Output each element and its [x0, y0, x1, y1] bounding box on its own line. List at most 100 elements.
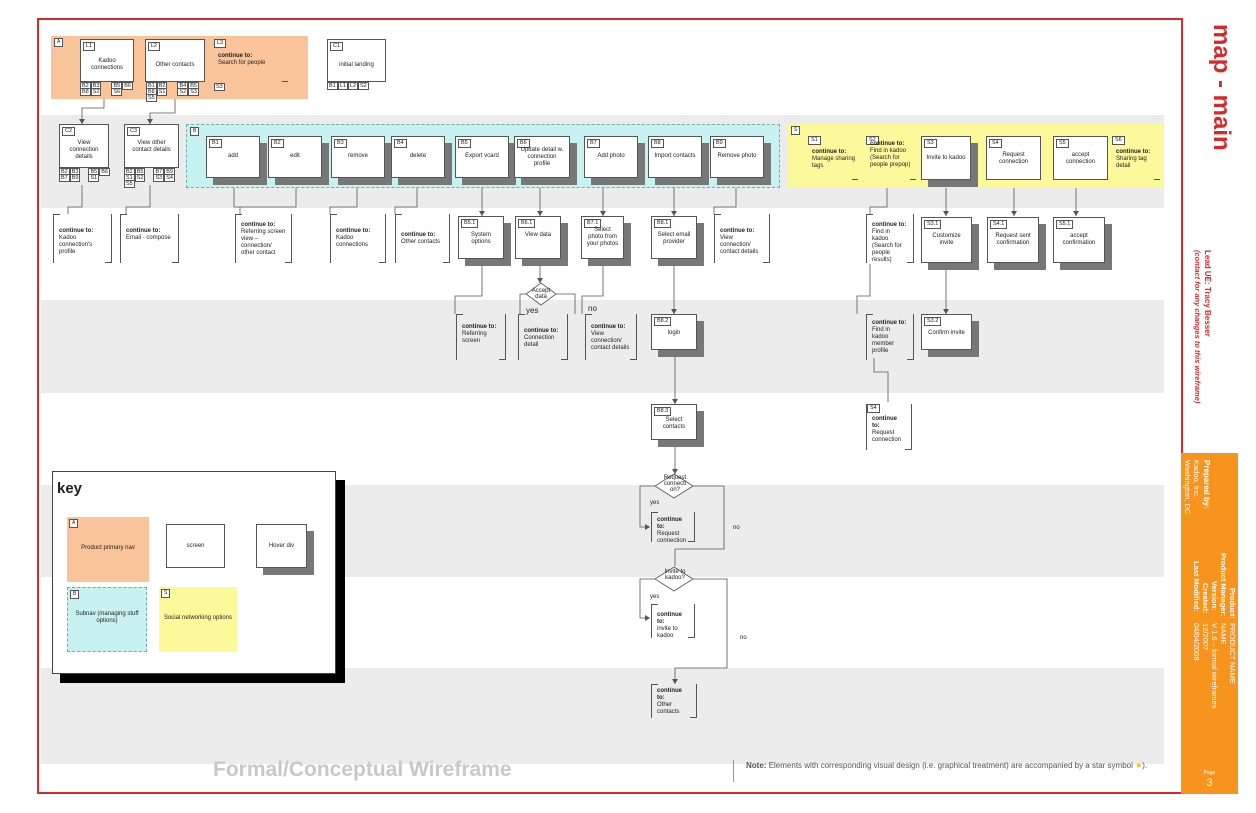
box-id: S3.1	[924, 220, 942, 229]
box-label: Confirm invite	[928, 330, 965, 336]
meta-label: Version:	[1210, 581, 1219, 611]
ref: B5	[188, 82, 199, 90]
social-s2: S2 continue to: Find in kadoo (Search fo…	[866, 136, 916, 180]
box-id: L1	[83, 42, 96, 51]
social-s6: S6 continue to: Sharing tag detail	[1112, 136, 1160, 180]
continue-label: continue to:	[462, 324, 497, 330]
box-label: View other contact details	[132, 140, 171, 153]
ref: B5	[88, 168, 100, 176]
ref: B3	[69, 168, 81, 176]
continue-box: continue to:Kadoo connections	[330, 214, 386, 263]
meta-value: V 1.6 – formal wireframes	[1210, 623, 1219, 709]
continue-target: Kadoo connection's profile	[59, 235, 93, 255]
continue-target: Referring screen	[462, 331, 487, 344]
meta-value: 04/04/2008	[1192, 623, 1201, 661]
box-label: remove	[347, 153, 368, 159]
box-id: B8	[651, 139, 664, 148]
continue-label: continue to:	[524, 328, 559, 334]
continue-label: continue to:	[872, 222, 907, 228]
continue-box: continue to:Referring screen view – conn…	[235, 214, 292, 263]
box-id: B4	[394, 139, 407, 148]
ref: B9	[69, 174, 81, 182]
box-id: B7.1	[584, 219, 602, 228]
box-label: Kadoo connections	[90, 58, 124, 71]
continue-target: Kadoo connections	[336, 235, 369, 248]
box-id: B1	[209, 139, 222, 148]
box-label: Add photo	[597, 153, 625, 159]
continue-box: continue to:Other contacts	[395, 214, 450, 263]
continue-box: continue to:Find in kadoo (Search for pe…	[866, 214, 914, 263]
continue-label: continue to:	[870, 141, 905, 147]
ref: B8	[80, 88, 91, 96]
box-label: add	[227, 153, 238, 159]
meta-label: Product:	[1228, 588, 1237, 619]
continue-label: continue to:	[872, 416, 897, 429]
ref: S5	[124, 180, 135, 188]
continue-box: continue to:View connection/ contact det…	[585, 314, 637, 360]
continue-label: continue to:	[241, 222, 276, 228]
box-id: B9	[713, 139, 726, 148]
key-subnav-swatch: B Subnav (managing stuff options)	[67, 587, 147, 652]
box-label: Select contacts	[662, 417, 686, 430]
box-label: View data	[524, 232, 552, 238]
continue-box: continue to:Referring screen	[456, 314, 506, 360]
prepared-by-line: Kadoo, Inc.	[1192, 460, 1201, 498]
ref: L1	[337, 82, 348, 90]
box-id: C3	[127, 127, 141, 136]
continue-label: continue to:	[126, 228, 161, 234]
box-id: S4	[867, 404, 880, 413]
footer-note: Note: Elements with corresponding visual…	[746, 761, 1156, 771]
continue-target: Referring screen view – connection/ othe…	[241, 229, 286, 256]
page-title: map - main	[1208, 24, 1235, 151]
social-s5: S5 accept connection	[1053, 136, 1108, 180]
box-label: Update detail w. connection profile	[520, 147, 564, 167]
box-id: S4.1	[990, 220, 1008, 229]
box-label: Select photo from your photos	[586, 227, 619, 247]
ref: S4	[164, 174, 175, 182]
key-nav-label: Product primary nav	[81, 545, 135, 551]
ref: B1	[327, 82, 338, 90]
key-title: key	[57, 480, 83, 497]
nav-continue-l3: L3 continue to: Search for people	[214, 39, 288, 82]
page-label: Page	[1203, 770, 1216, 776]
band-row-8	[41, 668, 1164, 764]
continue-label: continue to:	[218, 53, 253, 59]
continue-target: View connection/ contact details	[720, 235, 759, 255]
continue-target: Request connection	[657, 531, 687, 544]
box-label: accept connection	[1065, 152, 1096, 165]
box-id: S2	[866, 136, 879, 145]
box-id: S1	[808, 136, 821, 145]
continue-label: continue to:	[657, 612, 682, 625]
ref: B5	[134, 168, 146, 176]
continue-label: continue to:	[812, 149, 847, 155]
meta-value: PRODUCT NAME	[1228, 623, 1237, 684]
continue-target: View connection/ contact details	[591, 331, 630, 351]
ref: S2	[90, 88, 102, 96]
continue-target: Email - compose	[126, 235, 171, 241]
ref: L2	[347, 82, 358, 90]
ref: S1	[124, 174, 135, 182]
footer-note-end: ).	[1142, 761, 1148, 770]
ref: S1	[156, 88, 168, 96]
screen-c3: C3 View other contact details	[124, 124, 179, 168]
box-label: Select email provider	[657, 232, 691, 245]
subnav-tag: B	[190, 127, 200, 136]
meta-value: NAME	[1219, 623, 1228, 645]
key-hover-swatch: Hover div	[256, 524, 307, 568]
social-tag: S	[791, 126, 801, 135]
box-label: Customize invite	[932, 233, 961, 246]
box-id: L3	[214, 39, 227, 48]
box-label: View connection details	[69, 140, 99, 160]
box-id: B7	[587, 139, 600, 148]
box-label: initial landing	[339, 62, 374, 68]
box-id: S3	[924, 139, 937, 148]
continue-target: Other contacts	[657, 702, 680, 715]
